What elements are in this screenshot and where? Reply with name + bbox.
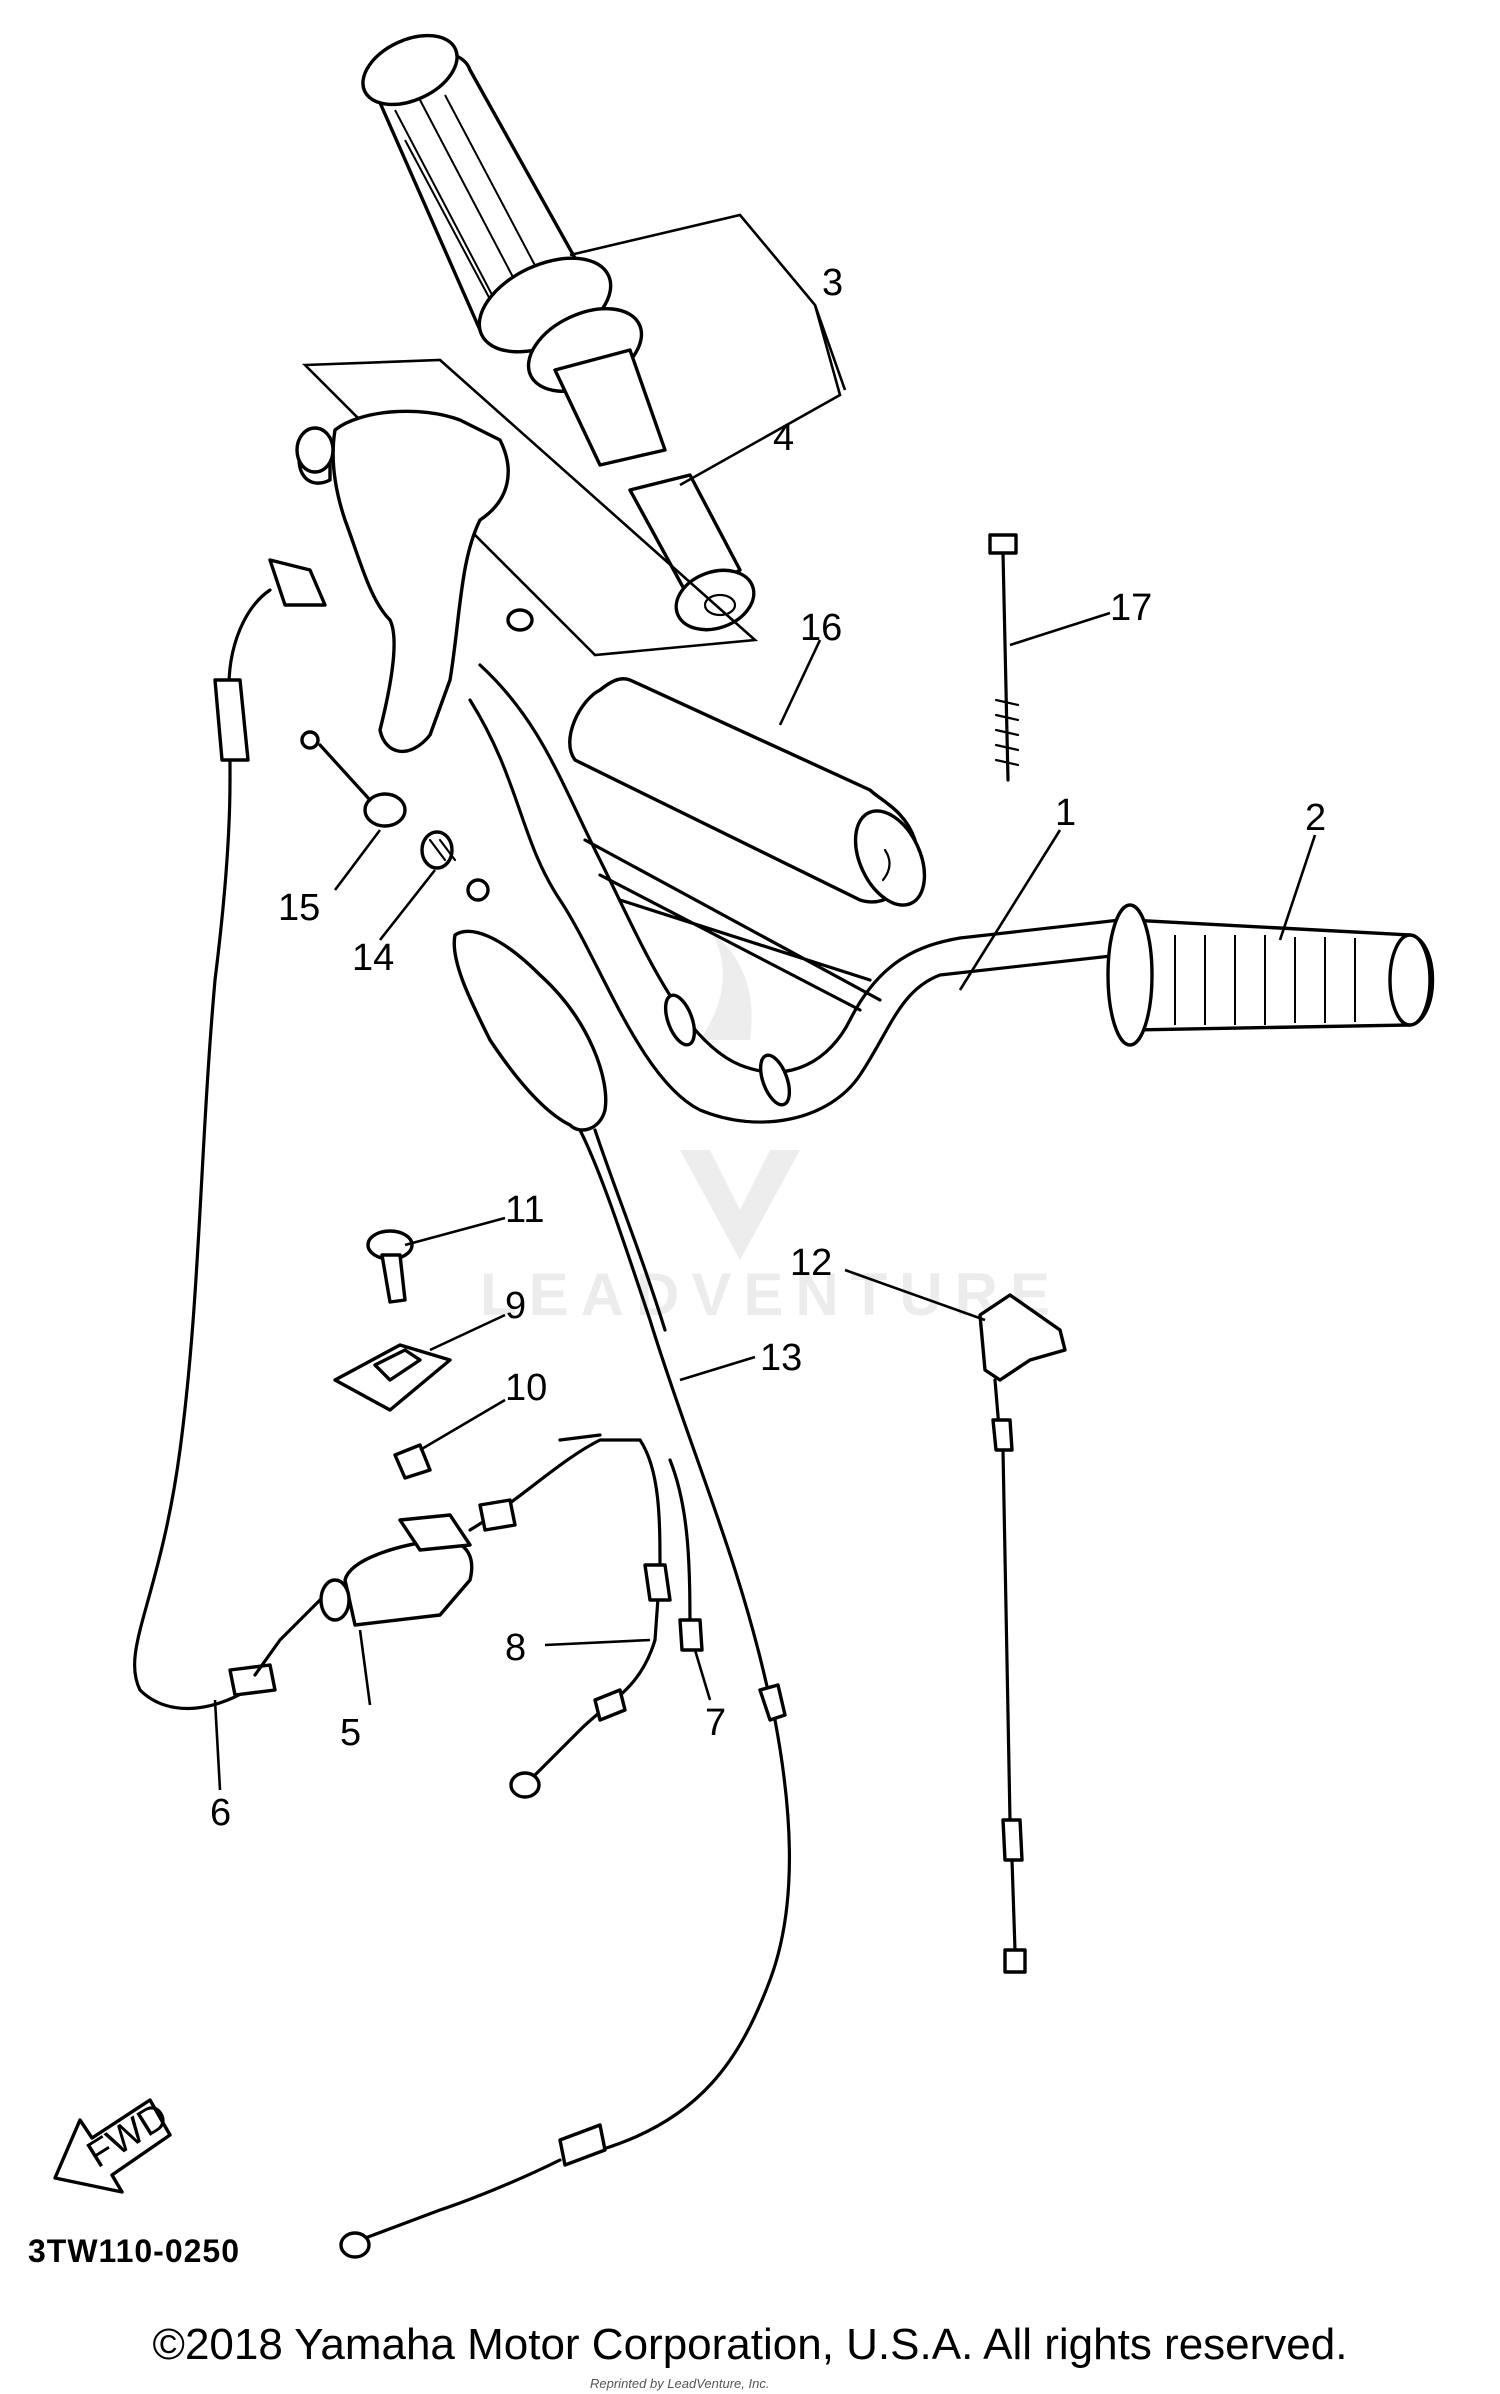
hot-start-lever[interactable] — [978, 1293, 1067, 1974]
throttle-housing-bracket — [301, 358, 759, 657]
throttle-housing[interactable] — [295, 409, 534, 753]
callout-15: 15 — [278, 887, 320, 929]
switch-wire-harness[interactable] — [478, 1433, 704, 1799]
callout-16: 16 — [800, 607, 842, 649]
handlebar[interactable] — [468, 663, 1122, 1124]
callout-12: 12 — [790, 1242, 832, 1284]
callout-5: 5 — [340, 1712, 361, 1754]
engine-stop-switch[interactable] — [253, 1438, 642, 1677]
left-grip[interactable] — [352, 22, 655, 408]
callout-17: 17 — [1110, 587, 1152, 629]
callout-11: 11 — [505, 1189, 544, 1231]
watermark-logo — [680, 930, 800, 1260]
switch-cover[interactable] — [333, 1343, 452, 1412]
fwd-arrow-icon: FWD — [53, 2095, 176, 2194]
control-cable[interactable] — [339, 929, 792, 2259]
copyright-notice: ©2018 Yamaha Motor Corporation, U.S.A. A… — [152, 2320, 1348, 2369]
callout-3: 3 — [822, 262, 843, 304]
switch-clip[interactable] — [393, 1443, 432, 1480]
callout-14: 14 — [352, 937, 394, 979]
callout-8: 8 — [505, 1627, 526, 1669]
callout-9: 9 — [505, 1285, 526, 1327]
handlebar-pad[interactable] — [568, 677, 939, 916]
long-bolt[interactable] — [988, 533, 1020, 782]
callout-7: 7 — [705, 1702, 726, 1744]
callout-1: 1 — [1055, 792, 1076, 834]
callout-2: 2 — [1305, 797, 1326, 839]
callout-6: 6 — [210, 1792, 231, 1834]
diagram-code: 3TW110-0250 — [28, 2233, 240, 2269]
right-grip[interactable] — [1106, 903, 1435, 1047]
throttle-tube[interactable] — [553, 348, 762, 640]
mounting-screw[interactable] — [366, 1229, 414, 1304]
cable-adjuster[interactable] — [420, 830, 457, 870]
adjuster-boot[interactable] — [300, 730, 490, 902]
callout-4: 4 — [773, 417, 794, 459]
callout-10: 10 — [505, 1367, 547, 1409]
throttle-cable[interactable] — [132, 558, 327, 1711]
reprint-notice: Reprinted by LeadVenture, Inc. — [590, 2376, 770, 2391]
leader-lines — [213, 213, 1317, 1791]
callout-13: 13 — [760, 1337, 802, 1379]
watermark-text: LEADVENTURE — [480, 1261, 1062, 1328]
